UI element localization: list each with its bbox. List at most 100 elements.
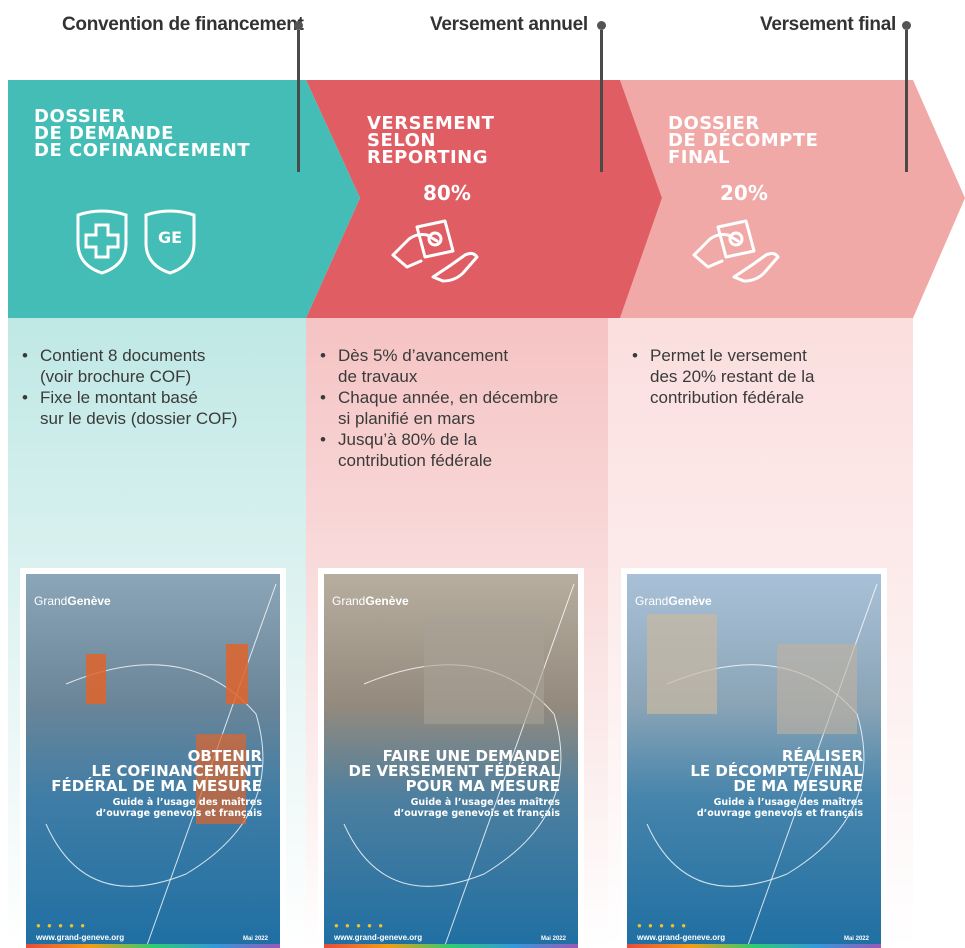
step-2-title-line: VERSEMENT xyxy=(367,113,495,134)
brochure-subtitle-line: d’ouvrage genevois et français xyxy=(95,808,262,819)
cover-arc-lines xyxy=(646,583,878,948)
brochure-cover-3[interactable]: GrandGenève RÉALISER LE DÉCOMPTE FINAL D… xyxy=(621,568,887,948)
brochure-subtitle: Guide à l’usage des maîtres d’ouvrage ge… xyxy=(96,797,262,819)
list-item: Chaque année, en décembre si planifié en… xyxy=(320,387,558,429)
bullet-line: si planifié en mars xyxy=(338,409,476,428)
milestone-line-1 xyxy=(297,30,300,172)
step-2-title-line: SELON xyxy=(367,130,436,151)
milestone-dot-2 xyxy=(597,21,606,30)
brochure-title-line: LE DÉCOMPTE FINAL xyxy=(690,762,863,780)
step-3-bullets: Permet le versement des 20% restant de l… xyxy=(632,345,814,408)
list-item: Jusqu’à 80% de la contribution fédérale xyxy=(320,429,558,471)
logo-text: Grand xyxy=(332,594,366,608)
brochure-date: Mai 2022 xyxy=(540,936,566,942)
brochure-title-line: POUR MA MESURE xyxy=(405,777,560,795)
bullet-line: Permet le versement xyxy=(650,346,807,365)
brochure-title: RÉALISER LE DÉCOMPTE FINAL DE MA MESURE xyxy=(690,749,863,794)
brochure-cover-1[interactable]: GrandGenève OBTENIR LE COFINANCEMENT FÉD… xyxy=(20,568,286,948)
logo-text: Grand xyxy=(635,594,669,608)
geneva-badge-label: GE xyxy=(157,228,183,247)
milestone-line-3 xyxy=(905,30,908,172)
swiss-shield-icon xyxy=(76,209,128,275)
brochure-title: FAIRE UNE DEMANDE DE VERSEMENT FÉDÉRAL P… xyxy=(349,749,560,794)
step-3-title-line: FINAL xyxy=(668,147,730,168)
milestone-label-3: Versement final xyxy=(760,14,896,35)
bullet-line: Contient 8 documents xyxy=(40,346,206,365)
brochure-url: www.grand-geneve.org xyxy=(36,933,125,942)
brochure-title-line: DE VERSEMENT FÉDÉRAL xyxy=(348,762,560,780)
list-item: Contient 8 documents (voir brochure COF) xyxy=(22,345,237,387)
hand-giving-money-icon xyxy=(692,219,780,283)
step-2-percent: 80% xyxy=(423,181,471,205)
step-2-bullets: Dès 5% d’avancement de travaux Chaque an… xyxy=(320,345,558,471)
step-2-title: VERSEMENT SELON REPORTING xyxy=(367,113,495,168)
bullet-line: Fixe le montant basé xyxy=(40,388,198,407)
hand-giving-money-icon xyxy=(391,219,479,283)
step-1-title-line: DE DEMANDE xyxy=(34,123,174,144)
grand-geneve-logo: GrandGenève xyxy=(635,594,712,608)
logo-text: Genève xyxy=(365,594,409,608)
brochure-subtitle-line: Guide à l’usage des maîtres xyxy=(410,797,560,808)
brochure-date: Mai 2022 xyxy=(242,936,268,942)
brochure-subtitle: Guide à l’usage des maîtres d’ouvrage ge… xyxy=(394,797,560,819)
partner-logos: ● ● ● ● ● xyxy=(334,921,386,930)
brochure-title-line: OBTENIR xyxy=(187,747,262,765)
bullet-line: (voir brochure COF) xyxy=(40,367,192,386)
step-2-title-line: REPORTING xyxy=(367,147,489,168)
milestone-dot-3 xyxy=(902,21,911,30)
logo-text: Grand xyxy=(34,594,68,608)
step-1-title-line: DE COFINANCEMENT xyxy=(34,140,251,161)
bullet-line: contribution fédérale xyxy=(650,388,805,407)
brochure-subtitle: Guide à l’usage des maîtres d’ouvrage ge… xyxy=(697,797,863,819)
bullet-line: des 20% restant de la xyxy=(650,367,815,386)
list-item: Permet le versement des 20% restant de l… xyxy=(632,345,814,408)
cover-arc-lines xyxy=(45,583,277,948)
brochure-title: OBTENIR LE COFINANCEMENT FÉDÉRAL DE MA M… xyxy=(51,749,262,794)
step-3-title-line: DOSSIER xyxy=(668,113,760,134)
grand-geneve-logo: GrandGenève xyxy=(34,594,111,608)
cover-arc-lines xyxy=(343,583,575,948)
brochure-image: GrandGenève RÉALISER LE DÉCOMPTE FINAL D… xyxy=(627,574,881,948)
brochure-title-line: FAIRE UNE DEMANDE xyxy=(382,747,560,765)
bullet-line: contribution fédérale xyxy=(338,451,493,470)
brochure-url: www.grand-geneve.org xyxy=(334,933,423,942)
list-item: Dès 5% d’avancement de travaux xyxy=(320,345,558,387)
step-3-percent: 20% xyxy=(720,181,768,205)
logo-text: Genève xyxy=(67,594,111,608)
brochure-title-line: LE COFINANCEMENT xyxy=(91,762,262,780)
partner-logos: ● ● ● ● ● xyxy=(637,921,689,930)
step-1-title: DOSSIER DE DEMANDE DE COFINANCEMENT xyxy=(34,106,251,161)
geneva-shield-icon xyxy=(144,209,196,275)
list-item: Fixe le montant basé sur le devis (dossi… xyxy=(22,387,237,429)
arrow-step-3 xyxy=(620,80,965,318)
milestone-line-2 xyxy=(600,30,603,172)
step-3-title: DOSSIER DE DÉCOMPTE FINAL xyxy=(668,113,819,168)
brochure-image: GrandGenève OBTENIR LE COFINANCEMENT FÉD… xyxy=(26,574,280,948)
color-stripe xyxy=(324,944,578,948)
milestone-label-1: Convention de financement xyxy=(62,14,304,35)
brochure-date: Mai 2022 xyxy=(843,936,869,942)
step-1-title-line: DOSSIER xyxy=(34,106,126,127)
brochure-subtitle-line: d’ouvrage genevois et français xyxy=(696,808,863,819)
bullet-line: sur le devis (dossier COF) xyxy=(40,409,238,428)
bullet-line: de travaux xyxy=(338,367,418,386)
partner-logos: ● ● ● ● ● xyxy=(36,921,88,930)
bullet-line: Jusqu’à 80% de la xyxy=(338,430,477,449)
color-stripe xyxy=(627,944,881,948)
brochure-title-line: RÉALISER xyxy=(781,747,863,765)
brochure-image: GrandGenève FAIRE UNE DEMANDE DE VERSEME… xyxy=(324,574,578,948)
bullet-line: Dès 5% d’avancement xyxy=(338,346,509,365)
step-3-title-line: DE DÉCOMPTE xyxy=(668,130,819,151)
milestone-dot-1 xyxy=(294,21,303,30)
brochure-subtitle-line: Guide à l’usage des maîtres xyxy=(112,797,262,808)
bullet-line: Chaque année, en décembre xyxy=(338,388,559,407)
grand-geneve-logo: GrandGenève xyxy=(332,594,409,608)
brochure-subtitle-line: Guide à l’usage des maîtres xyxy=(713,797,863,808)
logo-text: Genève xyxy=(668,594,712,608)
color-stripe xyxy=(26,944,280,948)
brochure-title-line: DE MA MESURE xyxy=(733,777,863,795)
brochure-url: www.grand-geneve.org xyxy=(637,933,726,942)
brochure-cover-2[interactable]: GrandGenève FAIRE UNE DEMANDE DE VERSEME… xyxy=(318,568,584,948)
step-1-bullets: Contient 8 documents (voir brochure COF)… xyxy=(22,345,237,429)
brochure-title-line: FÉDÉRAL DE MA MESURE xyxy=(51,777,262,795)
